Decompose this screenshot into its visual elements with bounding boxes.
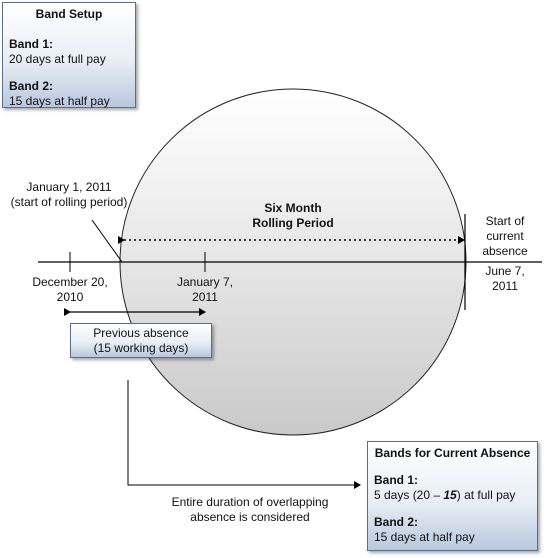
current-bands-box: Bands for Current Absence Band 1: 5 days…	[367, 441, 538, 551]
band1-text-prefix: 5 days (20 –	[374, 488, 444, 502]
current-bands-band2-text: 15 days at half pay	[374, 530, 475, 544]
jan7-line1: January 7,	[176, 275, 234, 289]
previous-absence-line2: (15 working days)	[93, 341, 189, 355]
june7-label: June 7, 2011	[470, 264, 540, 294]
band1-text-suffix: ) at full pay	[456, 488, 516, 502]
current-bands-title: Bands for Current Absence	[374, 446, 531, 460]
rolling-period-line1: Six Month	[264, 201, 322, 215]
band-setup-band1-text: 20 days at full pay	[9, 52, 106, 66]
band-setup-band1-heading: Band 1:	[9, 37, 54, 51]
current-absence-line1: Start of	[485, 214, 525, 228]
current-bands-band1-text: 5 days (20 – 15) at full pay	[374, 488, 531, 503]
current-absence-start-label: Start of current absence	[470, 214, 540, 259]
overlap-note-line1: Entire duration of overlapping	[171, 495, 329, 509]
rolling-period-line2: Rolling Period	[252, 216, 334, 230]
current-absence-line3: absence	[482, 244, 528, 258]
previous-absence-line1: Previous absence	[93, 326, 189, 340]
band-setup-box: Band Setup Band 1: 20 days at full pay B…	[2, 2, 136, 108]
rolling-period-label: Six Month Rolling Period	[233, 201, 353, 231]
current-bands-band2-heading: Band 2:	[374, 515, 419, 529]
rolling-start-label: January 1, 2011 (start of rolling period…	[0, 180, 138, 210]
jan7-line2: 2011	[192, 290, 218, 304]
current-absence-line2: current	[486, 229, 524, 243]
previous-absence-box: Previous absence (15 working days)	[70, 323, 212, 358]
dec20-label: December 20, 2010	[22, 275, 118, 305]
band-setup-band2-text: 15 days at half pay	[9, 94, 110, 108]
dec20-line2: 2010	[56, 290, 84, 304]
june7-line1: June 7,	[485, 264, 525, 278]
rolling-start-note: (start of rolling period)	[10, 195, 128, 209]
rolling-start-date: January 1, 2011	[26, 180, 112, 194]
overlap-note-label: Entire duration of overlapping absence i…	[150, 495, 350, 525]
band-setup-band2-heading: Band 2:	[9, 79, 54, 93]
overlap-note-line2: absence is considered	[190, 510, 310, 524]
overlap-connector-arrow	[127, 380, 361, 489]
june7-line2: 2011	[492, 279, 518, 293]
current-bands-band1-heading: Band 1:	[374, 473, 419, 487]
rolling-start-leader	[91, 219, 123, 263]
band-setup-title: Band Setup	[35, 7, 103, 21]
jan7-label: January 7, 2011	[165, 275, 245, 305]
dec20-line1: December 20,	[32, 275, 108, 289]
band1-text-bold: 15	[443, 488, 457, 502]
